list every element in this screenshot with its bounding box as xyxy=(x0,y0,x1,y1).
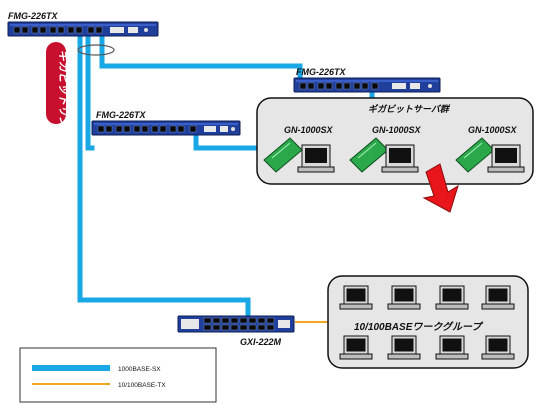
network-switch-icon xyxy=(177,315,295,333)
down-arrow-icon xyxy=(422,163,459,213)
desktop-computer-icon xyxy=(381,144,419,173)
switch-upper-right[interactable]: FMG-226TX xyxy=(293,67,441,93)
switch-bottom[interactable]: GXI-222M xyxy=(177,315,295,347)
switch-top[interactable]: FMG-226TX xyxy=(7,11,159,37)
gigabit-ring-label: ギガビットリング xyxy=(57,50,70,140)
fiber-link-middle xyxy=(85,33,95,151)
switch-middle-label: FMG-226TX xyxy=(96,110,147,120)
legend-fiber-label: 1000BASE-SX xyxy=(118,366,161,373)
workgroup-title: 10/100BASEワークグループ xyxy=(354,321,483,333)
legend-copper-label: 10/100BASE-TX xyxy=(118,382,166,389)
desktop-computer-icon[interactable] xyxy=(387,335,421,360)
server-label: GN-1000SX xyxy=(284,125,334,135)
ring-marker xyxy=(77,44,115,56)
server-unit[interactable] xyxy=(455,137,525,173)
server-label: GN-1000SX xyxy=(468,125,518,135)
network-switch-icon xyxy=(293,77,441,93)
desktop-computer-icon[interactable] xyxy=(339,335,373,360)
desktop-computer-icon[interactable] xyxy=(435,335,469,360)
desktop-computer-icon[interactable] xyxy=(387,285,421,310)
desktop-computer-icon xyxy=(487,144,525,173)
switch-upper-right-label: FMG-226TX xyxy=(296,67,347,77)
server-unit[interactable] xyxy=(349,137,419,173)
desktop-computer-icon[interactable] xyxy=(435,285,469,310)
switch-bottom-label: GXI-222M xyxy=(240,337,282,347)
fiber-link-gxi xyxy=(77,33,251,319)
switch-middle[interactable]: FMG-226TX xyxy=(91,110,241,136)
switch-top-label: FMG-226TX xyxy=(8,11,59,21)
gigabit-ring-tag xyxy=(46,42,66,124)
desktop-computer-icon[interactable] xyxy=(481,285,515,310)
server-group-title: ギガビットサーバ群 xyxy=(368,104,451,114)
network-switch-icon xyxy=(7,21,159,37)
server-unit[interactable] xyxy=(263,137,335,173)
desktop-computer-icon[interactable] xyxy=(481,335,515,360)
legend: 1000BASE-SX 10/100BASE-TX xyxy=(19,347,217,403)
fiber-links xyxy=(77,33,375,319)
workgroup-pcs xyxy=(339,285,515,360)
server-group: ギガビットサーバ群 GN-1000SX GN-1000SX GN-1000SX xyxy=(256,97,534,185)
network-switch-icon xyxy=(91,120,241,136)
workgroup: 10/100BASEワークグループ xyxy=(327,275,529,369)
fiber-link-upper-right xyxy=(99,33,303,83)
server-label: GN-1000SX xyxy=(372,125,422,135)
desktop-computer-icon xyxy=(297,144,335,173)
fiber-link-servers xyxy=(193,135,261,151)
desktop-computer-icon[interactable] xyxy=(339,285,373,310)
